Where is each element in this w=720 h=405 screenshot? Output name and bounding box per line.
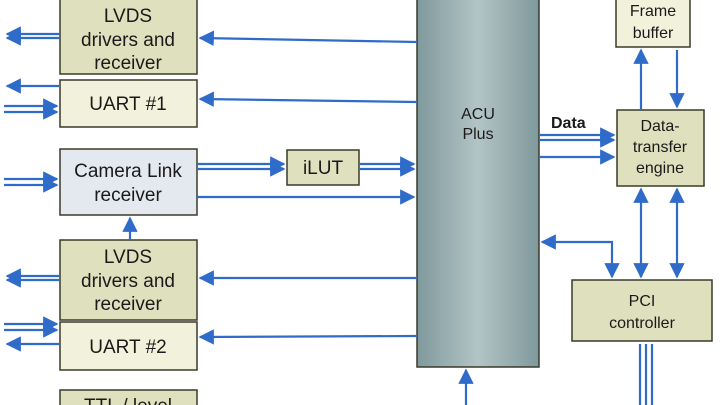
data-label: Data [551,115,586,132]
ilut-block: iLUT [286,149,360,186]
lvds1-line-1: LVDS [104,6,152,27]
frame-buffer-line-2: buffer [633,25,674,42]
arrow-acu-to-uart1 [198,91,418,107]
lvds-block-2: LVDS drivers and receiver [59,239,198,321]
arrow-acu-to-lvds1 [198,30,418,46]
acu-line-1: ACU [461,106,495,123]
acu-plus-block: ACU Plus [416,0,540,368]
lvds2-line-3: receiver [94,294,162,315]
lvds2-line-2: drivers and [81,271,175,292]
data-transfer-line-1: Data- [640,118,679,135]
partial-bottom-block: TTL / level [59,389,198,405]
frame-buffer-line-1: Frame [630,3,676,20]
data-transfer-engine-block: Data- transfer engine [616,109,705,187]
data-transfer-line-2: transfer [633,139,688,156]
data-transfer-line-3: engine [636,160,684,177]
ilut-label: iLUT [303,158,344,179]
camera-link-line-2: receiver [94,185,162,206]
acu-line-2: Plus [462,126,493,143]
pci-controller-block: PCI controller [571,279,713,342]
partial-bottom-label: TTL / level [84,396,172,405]
uart-block-1: UART #1 [59,79,198,128]
arrow-acu-pci [540,234,620,279]
camera-link-line-1: Camera Link [74,161,182,182]
uart1-label: UART #1 [89,94,166,115]
pci-line-1: PCI [629,293,656,310]
lvds2-line-1: LVDS [104,247,152,268]
pci-line-2: controller [609,315,675,332]
frame-buffer-block: Frame buffer [615,0,691,48]
connection-wires [4,26,685,405]
arrow-acu-to-uart2 [198,329,418,345]
camera-link-block: Camera Link receiver [59,148,198,216]
lvds1-line-3: receiver [94,53,162,74]
uart2-label: UART #2 [89,337,166,358]
lvds-block-1: LVDS drivers and receiver [59,0,198,75]
lvds1-line-2: drivers and [81,30,175,51]
uart-block-2: UART #2 [59,321,198,371]
